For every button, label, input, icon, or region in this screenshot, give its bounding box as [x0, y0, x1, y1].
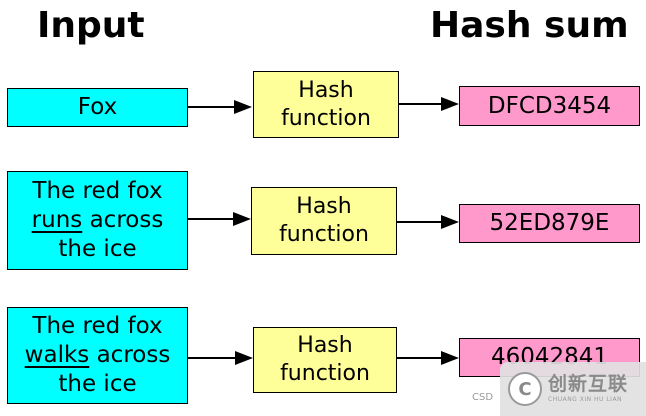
watermark-name: 创新互联 [548, 373, 629, 395]
hash-function-label-line-2: function [279, 222, 369, 247]
watermark-badge: C 创新互联 CHUANG XIN HU LIAN [500, 362, 646, 416]
input-box-3-line-3: the ice [58, 370, 136, 399]
input-box-3-line-1: The red fox [32, 312, 162, 341]
hash-sum-column-title: Hash sum [430, 5, 629, 46]
changed-word: walks [24, 342, 90, 368]
input-text: The red fox [32, 178, 163, 204]
arrowhead-function-to-hash-2 [441, 215, 459, 229]
input-text: across [89, 342, 171, 368]
hash-function-box-3: Hash function [253, 327, 397, 393]
input-text: The red fox [32, 313, 163, 339]
hash-sum-value: 52ED879E [489, 210, 610, 236]
csdn-watermark-text: CSD [472, 392, 494, 403]
arrowhead-input-to-function-2 [233, 212, 251, 226]
input-column-title: Input [37, 5, 145, 46]
changed-word: runs [31, 207, 83, 233]
watermark-pinyin: CHUANG XIN HU LIAN [548, 396, 623, 403]
hash-function-label-line-2: function [281, 105, 371, 131]
input-box-1: Fox [7, 88, 188, 127]
input-box-2-line-1: The red fox [32, 177, 162, 206]
hash-sum-box-2: 52ED879E [459, 204, 640, 243]
input-text: Fox [77, 94, 118, 120]
hash-sum-box-1: DFCD3454 [459, 86, 640, 126]
hash-sum-value: DFCD3454 [487, 92, 612, 119]
arrowhead-function-to-hash-3 [441, 351, 459, 365]
watermark-logo-glyph: C [518, 378, 532, 400]
hash-function-box-2: Hash function [251, 187, 397, 255]
input-box-2-line-2: runs across [32, 206, 164, 235]
input-text: across [82, 207, 164, 233]
watermark-text: 创新互联 CHUANG XIN HU LIAN [548, 375, 628, 403]
input-text: the ice [58, 236, 137, 262]
watermark-logo-icon: C [508, 372, 542, 406]
arrowhead-function-to-hash-1 [441, 97, 459, 111]
arrowhead-input-to-function-3 [235, 351, 253, 365]
hash-function-label-line-1: Hash [297, 333, 353, 358]
hash-function-label-line-1: Hash [298, 77, 354, 103]
input-box-1-line-1: Fox [78, 93, 117, 122]
arrowhead-input-to-function-1 [234, 100, 252, 114]
input-text: the ice [58, 371, 137, 397]
input-box-2: The red fox runs across the ice [7, 171, 188, 270]
hash-function-label-line-2: function [280, 361, 370, 386]
hash-function-label-line-1: Hash [296, 194, 352, 219]
input-box-3-line-2: walks across [25, 341, 171, 370]
hash-function-box-1: Hash function [253, 71, 399, 138]
input-box-2-line-3: the ice [58, 235, 136, 264]
input-box-3: The red fox walks across the ice [7, 307, 188, 404]
